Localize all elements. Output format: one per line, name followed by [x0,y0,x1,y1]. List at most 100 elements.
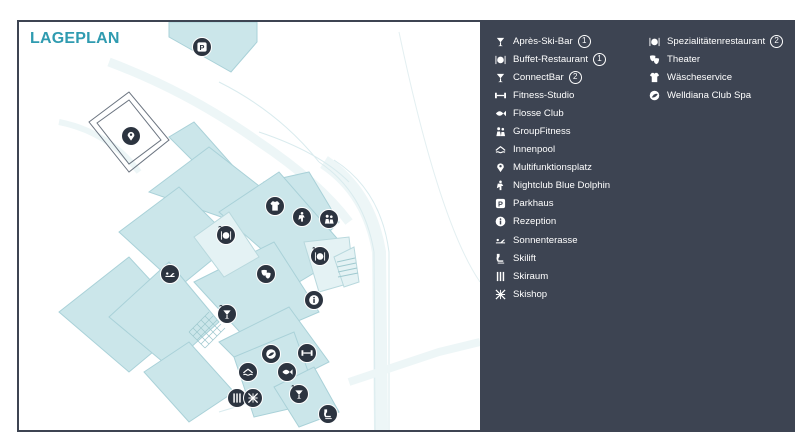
dish-icon [494,53,506,65]
legend-item[interactable]: Rezeption [494,213,610,231]
ski-shop-marker[interactable] [243,388,263,408]
legend-item-label: Après-Ski-Bar [513,35,573,47]
legend-item-number: 2 [770,34,784,48]
legend-item-label: Theater [667,53,701,65]
parking-building [168,22,258,73]
spa-marker[interactable] [261,344,281,364]
restaurant-1-marker[interactable]: 1 [310,246,330,266]
pool-marker[interactable] [238,362,258,382]
legend-item[interactable]: Skiraum [494,267,610,285]
pool-icon [494,144,506,156]
pool-icon [242,368,254,376]
legend-item-number: 1 [577,34,591,48]
dumbbell-icon [494,89,506,101]
sun-terrace-marker[interactable] [160,264,180,284]
restaurant-2-marker[interactable]: 2 [216,225,236,245]
grid-pattern [188,311,226,349]
dish-icon [648,35,660,47]
sunbed-icon [494,234,506,246]
nightclub-icon [298,212,305,222]
legend-item-number: 1 [593,52,607,66]
theater-marker[interactable] [256,264,276,284]
legend-item[interactable]: P Parkhaus [494,195,610,213]
ski-lift-icon [324,409,332,420]
legend-item-label: Skiraum [513,270,549,282]
ski-room-icon [233,393,241,403]
legend-item[interactable]: Multifunktionsplatz [494,159,610,177]
legend-item[interactable]: ConnectBar 2 [494,68,610,86]
legend-item[interactable]: GroupFitness [494,122,610,140]
parking-icon: P [197,42,207,52]
fitness-group-marker[interactable] [319,209,339,229]
legend-item-number: 2 [568,70,582,84]
legend-item[interactable]: Fitness-Studio [494,86,610,104]
legend-item-label: Nightclub Blue Dolphin [513,180,611,192]
legend-item-label: Rezeption [513,216,557,228]
dumbbell-icon [301,350,313,356]
legend-item-label: ConnectBar [513,71,564,83]
svg-text:P: P [200,43,205,52]
shirt-icon [648,71,660,83]
nightclub-marker[interactable] [292,207,312,227]
sunbed-icon [165,272,175,277]
legend-item[interactable]: Theater [648,50,783,68]
legend-item[interactable]: Après-Ski-Bar 1 [494,32,610,50]
dish-icon [220,231,232,240]
multifunction-marker[interactable] [121,126,141,146]
kids-club-marker[interactable] [277,362,297,382]
ski-shop-icon [494,288,506,300]
dish-icon [314,252,326,261]
location-pin-icon [494,162,506,174]
legend-item[interactable]: Sonnenterasse [494,231,610,249]
legend-item-label: Spezialitätenrestaurant [667,35,766,47]
ski-lift-marker[interactable] [318,404,338,424]
cocktail-icon [295,390,303,399]
legend-item[interactable]: Welldiana Club Spa [648,86,783,104]
info-icon [494,216,506,228]
legend-item-label: Multifunktionsplatz [513,162,592,174]
reception-marker[interactable] [304,290,324,310]
legend-item[interactable]: Spezialitätenrestaurant 2 [648,32,784,50]
cocktail-icon [223,310,231,319]
cocktail-icon [494,35,506,47]
legend-item[interactable]: Skilift [494,249,610,267]
main-building [58,121,350,428]
info-icon [309,295,319,305]
bar-1-marker[interactable]: 1 [289,384,309,404]
bar-2-marker[interactable]: 2 [217,304,237,324]
marker-number: 2 [218,226,222,233]
laundry-marker[interactable] [265,196,285,216]
spa-icon [266,349,276,359]
spa-icon [648,89,660,101]
legend-item[interactable]: Innenpool [494,141,610,159]
marker-number: 1 [312,247,316,254]
marker-number: 2 [219,305,223,312]
cocktail-icon [494,71,506,83]
location-pin-icon [127,131,135,141]
legend-item[interactable]: Skishop [494,285,610,303]
legend-item-label: Flosse Club [513,107,564,119]
marker-number: 1 [291,385,295,392]
parking-icon: P [494,198,506,210]
map-markers: P 2 1 2 1 [121,37,339,424]
legend-item[interactable]: Wäscheservice [648,68,783,86]
legend-item-label: Skishop [513,288,548,300]
fish-icon [494,107,506,119]
legend-item[interactable]: Nightclub Blue Dolphin [494,177,610,195]
fish-icon [282,369,293,375]
theater-masks-icon [261,269,271,279]
legend-item-label: Parkhaus [513,198,554,210]
gym-marker[interactable] [297,343,317,363]
legend-item-label: GroupFitness [513,126,571,138]
parking-marker[interactable]: P [192,37,212,57]
ski-lift-icon [494,252,506,264]
ski-room-icon [494,270,506,282]
legend-item[interactable]: Flosse Club [494,104,610,122]
stairs [336,257,359,278]
